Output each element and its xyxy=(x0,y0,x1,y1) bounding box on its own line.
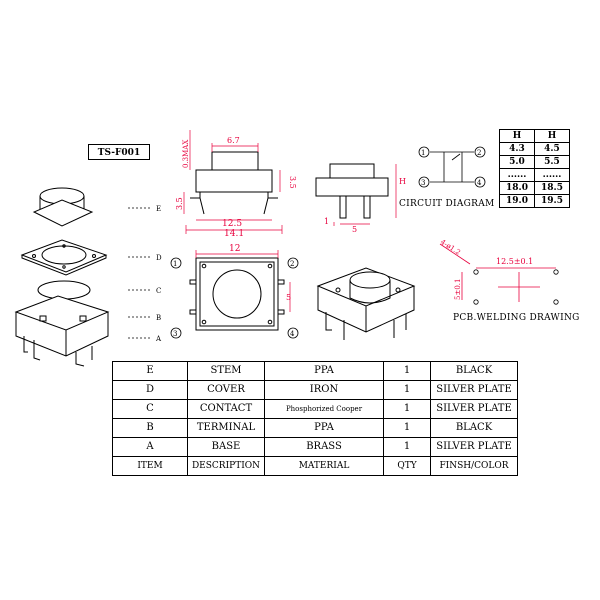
bill-of-materials: E STEM PPA 1 BLACK D COVER IRON 1 SILVER… xyxy=(112,361,518,476)
bom-qty: 1 xyxy=(383,380,431,400)
dim-right-height: 3.5 xyxy=(288,176,297,189)
height-cell: 4.5 xyxy=(534,142,570,156)
bom-material: BRASS xyxy=(264,437,384,457)
bom-item: B xyxy=(112,418,188,438)
bom-finish: SILVER PLATE xyxy=(430,380,518,400)
bom-finish: SILVER PLATE xyxy=(430,437,518,457)
height-table-row: 4.3 4.5 xyxy=(499,142,570,156)
bom-material: Phosphorized Cooper xyxy=(264,399,384,419)
bom-header-item: ITEM xyxy=(112,456,188,476)
bom-qty: 1 xyxy=(383,418,431,438)
bom-material: IRON xyxy=(264,380,384,400)
part-letter-c: C xyxy=(156,287,161,295)
bom-description: COVER xyxy=(187,380,265,400)
bom-header-finish: FINSH/COLOR xyxy=(430,456,518,476)
bom-qty: 1 xyxy=(383,361,431,381)
bom-material: PPA xyxy=(264,418,384,438)
bom-description: CONTACT xyxy=(187,399,265,419)
dim-body-width: 14.1 xyxy=(224,229,244,239)
bom-item: E xyxy=(112,361,188,381)
front-elevation xyxy=(190,151,278,215)
part-letter-d: D xyxy=(156,254,162,262)
pcb-drawing xyxy=(439,243,559,305)
bom-description: BASE xyxy=(187,437,265,457)
pcb-welding-label: PCB.WELDING DRAWING xyxy=(453,313,580,323)
bom-material: PPA xyxy=(264,361,384,381)
height-table: H H 4.3 4.5 5.0 5.5 ...... ...... 18.0 1… xyxy=(499,129,570,208)
height-cell: 18.0 xyxy=(499,181,535,195)
height-header-1: H xyxy=(499,129,535,143)
top-view xyxy=(189,257,285,331)
bom-header-qty: QTY xyxy=(383,456,431,476)
dim-side-h: H xyxy=(399,177,406,186)
top-view-pin-markers xyxy=(170,257,299,339)
circuit-node-2: 2 xyxy=(477,149,481,157)
height-table-row: 18.0 18.5 xyxy=(499,181,570,195)
height-cell: 18.5 xyxy=(534,181,570,195)
circuit-node-3: 3 xyxy=(421,179,425,187)
front-dimensions xyxy=(183,130,283,234)
dim-pin-span: 12.5 xyxy=(222,219,242,229)
height-table-row: ...... ...... xyxy=(499,168,570,182)
height-table-row: 19.0 19.5 xyxy=(499,194,570,208)
height-cell: ...... xyxy=(499,168,535,182)
pcb-hole-dim: 4-ø1.2 xyxy=(439,238,462,257)
part-letter-e: E xyxy=(156,205,161,213)
height-cell: 5.0 xyxy=(499,155,535,169)
bom-description: STEM xyxy=(187,361,265,381)
bom-header-material: MATERIAL xyxy=(264,456,384,476)
exploded-view xyxy=(14,187,110,367)
bom-finish: BLACK xyxy=(430,361,518,381)
model-number: TS-F001 xyxy=(88,144,150,160)
side-dimensions xyxy=(333,164,397,226)
bom-row: B TERMINAL PPA 1 BLACK xyxy=(112,418,518,438)
bom-row: D COVER IRON 1 SILVER PLATE xyxy=(112,380,518,400)
height-cell: 4.3 xyxy=(499,142,535,156)
pin-label-4: 4 xyxy=(290,330,295,338)
part-letter-b: B xyxy=(156,314,161,322)
dim-pin-pitch: 5 xyxy=(286,293,291,302)
isometric-view xyxy=(316,267,416,340)
bom-item: C xyxy=(112,399,188,419)
height-cell: ...... xyxy=(534,168,570,182)
bom-qty: 1 xyxy=(383,437,431,457)
circuit-diagram-label: CIRCUIT DIAGRAM xyxy=(399,199,495,209)
pin-label-2: 2 xyxy=(290,260,294,268)
height-header-2: H xyxy=(534,129,570,143)
bom-row: C CONTACT Phosphorized Cooper 1 SILVER P… xyxy=(112,399,518,419)
circuit-node-4: 4 xyxy=(477,179,482,187)
bom-row: E STEM PPA 1 BLACK xyxy=(112,361,518,381)
dim-max-height: 0.3MAX xyxy=(182,140,190,168)
height-cell: 19.0 xyxy=(499,194,535,208)
pcb-h-spacing: 12.5±0.1 xyxy=(496,257,533,266)
bom-finish: BLACK xyxy=(430,418,518,438)
bom-item: A xyxy=(112,437,188,457)
dim-left-height: 3.5 xyxy=(175,197,184,210)
dim-side-1: 1 xyxy=(324,217,329,226)
pin-label-3: 3 xyxy=(173,330,177,338)
dim-square-width: 12 xyxy=(229,244,240,254)
height-cell: 5.5 xyxy=(534,155,570,169)
top-view-dimensions xyxy=(195,250,291,312)
part-pointers xyxy=(128,207,152,339)
side-view xyxy=(315,163,389,219)
bom-header-description: DESCRIPTION xyxy=(187,456,265,476)
dim-top-width: 6.7 xyxy=(227,136,240,145)
bom-description: TERMINAL xyxy=(187,418,265,438)
bom-row: A BASE BRASS 1 SILVER PLATE xyxy=(112,437,518,457)
pin-label-1: 1 xyxy=(173,260,177,268)
bom-header-row: ITEM DESCRIPTION MATERIAL QTY FINSH/COLO… xyxy=(112,456,518,476)
pcb-v-spacing: 5±0.1 xyxy=(454,279,462,300)
height-table-header: H H xyxy=(499,129,570,143)
circuit-diagram xyxy=(418,146,486,188)
part-letter-a: A xyxy=(155,335,162,343)
bom-qty: 1 xyxy=(383,399,431,419)
bom-item: D xyxy=(112,380,188,400)
circuit-node-1: 1 xyxy=(421,149,425,157)
height-table-row: 5.0 5.5 xyxy=(499,155,570,169)
height-cell: 19.5 xyxy=(534,194,570,208)
bom-finish: SILVER PLATE xyxy=(430,399,518,419)
dim-side-5: 5 xyxy=(352,225,357,234)
